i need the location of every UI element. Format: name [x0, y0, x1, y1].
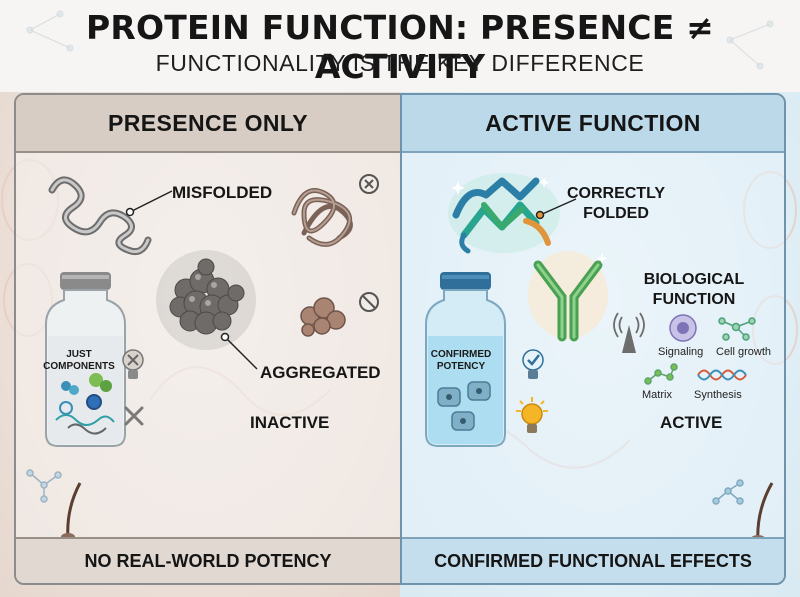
- function-synthesis: Synthesis: [694, 389, 742, 401]
- function-matrix: Matrix: [642, 389, 672, 401]
- active-function-footer: CONFIRMED FUNCTIONAL EFFECTS: [402, 537, 784, 583]
- function-signaling: Signaling: [658, 346, 704, 358]
- components-vial-icon: [45, 272, 126, 447]
- page-title: PROTEIN FUNCTION: PRESENCE ≠ ACTIVITY: [86, 8, 714, 86]
- folded-protein-icon: [448, 173, 560, 254]
- presence-only-footer: NO REAL-WORLD POTENCY: [16, 537, 400, 583]
- signaling-tower-icon: [613, 312, 645, 353]
- cell-growth-icon: [718, 317, 756, 341]
- cell-icon: [669, 314, 697, 342]
- presence-only-title: PRESENCE ONLY: [16, 95, 400, 153]
- dna-synthesis-icon: [697, 369, 747, 381]
- aggregated-protein-icon: [156, 250, 256, 350]
- misfolded-label: MISFOLDED: [172, 183, 273, 202]
- tangled-protein-icon: [291, 188, 353, 247]
- molecule-network-icon: [26, 469, 62, 503]
- confirmed-potency-label: CONFIRMED POTENCY: [430, 349, 492, 372]
- hair-follicle-icon: [61, 482, 82, 541]
- potency-vial-icon: [425, 272, 506, 447]
- misfolded-protein-icon: [48, 176, 152, 256]
- aggregated-pointer: [220, 332, 258, 370]
- bulb-off-icon: [122, 349, 144, 379]
- correctly-folded-label: CORRECTLY FOLDED: [566, 185, 666, 222]
- aggregated-label: AGGREGATED: [260, 363, 381, 382]
- cancel-circle-icon: [359, 174, 379, 194]
- check-bulb-icon: [522, 349, 544, 379]
- just-components-label: JUST COMPONENTS: [43, 349, 115, 372]
- presence-only-panel: PRESENCE ONLY MISFOLDED: [14, 93, 402, 585]
- hair-follicle-icon: [750, 482, 774, 545]
- antibody-icon: [528, 251, 608, 342]
- blocked-icon: [359, 292, 379, 312]
- active-label: ACTIVE: [660, 413, 723, 432]
- protein-clump-icon: [300, 297, 346, 337]
- active-function-title: ACTIVE FUNCTION: [402, 95, 784, 153]
- biological-function-label: BIOLOGICAL FUNCTION: [643, 271, 745, 308]
- folded-pointer: [535, 198, 577, 220]
- header: PROTEIN FUNCTION: PRESENCE ≠ ACTIVITY FU…: [0, 0, 800, 90]
- inactive-label: INACTIVE: [250, 413, 330, 432]
- inactive-x-icon: [124, 406, 144, 426]
- function-cell-growth: Cell growth: [716, 346, 772, 358]
- lit-bulb-icon: [516, 397, 548, 433]
- molecule-icon: [712, 479, 744, 505]
- page-subtitle: FUNCTIONALITY IS THE KEY DIFFERENCE: [155, 50, 645, 76]
- active-function-panel: ACTIVE FUNCTION CORRECTLY FOLDED: [400, 93, 786, 585]
- misfolded-pointer: [125, 190, 173, 217]
- matrix-icon: [644, 363, 678, 385]
